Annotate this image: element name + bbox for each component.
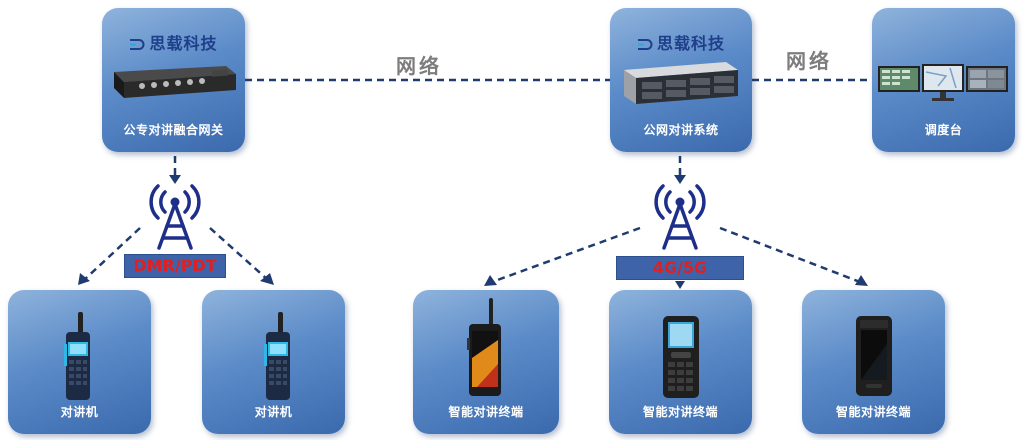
brand-name: 思载科技 [656, 34, 725, 53]
node-dispatch[interactable]: 调度台 [872, 8, 1015, 152]
node-label: 智能对讲终端 [448, 405, 524, 419]
network-label-right: 网络 [786, 49, 832, 73]
brand-name: 思载科技 [149, 34, 218, 53]
arrow-head [674, 175, 686, 184]
arrow-head [260, 273, 274, 285]
node-radio-1[interactable]: 对讲机 [8, 290, 151, 434]
keypad-phone-icon [663, 316, 699, 398]
rugged-smartphone-icon [467, 298, 501, 396]
gateway-device-icon [114, 66, 236, 98]
touch-terminal-icon [856, 316, 892, 396]
dispatch-monitors-icon [878, 64, 1008, 101]
arrow-head [675, 281, 685, 289]
node-label: 调度台 [924, 123, 963, 137]
arrow-head [484, 275, 497, 286]
radio-tower-icon [654, 184, 706, 250]
node-terminal-3[interactable]: 智能对讲终端 [802, 290, 945, 434]
brand-logo-mark-icon [129, 35, 145, 50]
walkie-talkie-icon [264, 312, 290, 400]
node-terminal-1[interactable]: 智能对讲终端 [413, 290, 559, 434]
arrow-head [855, 275, 868, 286]
node-label: 对讲机 [60, 405, 99, 419]
node-label: 公网对讲系统 [643, 123, 719, 137]
arrow-head [78, 273, 90, 285]
node-public-system[interactable]: 思载科技 公网对讲系统 [610, 8, 752, 152]
brand-logo: 思载科技 [610, 30, 752, 54]
arrow-head [169, 175, 181, 184]
radio-tower-icon [149, 184, 201, 250]
protocol-label-private: DMR/PDT [124, 254, 226, 278]
node-label: 对讲机 [254, 405, 293, 419]
node-label: 智能对讲终端 [835, 405, 911, 419]
protocol-label-public: 4G/5G [616, 256, 744, 280]
link-tower-terminal-3 [719, 226, 861, 284]
brand-logo-mark-icon [637, 35, 653, 50]
network-label-left: 网络 [396, 54, 442, 78]
link-tower-radio-1 [83, 227, 141, 281]
link-tower-terminal-1 [491, 226, 641, 284]
node-radio-2[interactable]: 对讲机 [202, 290, 345, 434]
node-label: 智能对讲终端 [642, 405, 718, 419]
link-tower-radio-2 [209, 227, 269, 281]
rack-server-icon [624, 62, 738, 104]
brand-logo: 思载科技 [102, 30, 245, 54]
node-gateway[interactable]: 思载科技 公专对讲融合网关 [102, 8, 245, 152]
node-terminal-2[interactable]: 智能对讲终端 [609, 290, 752, 434]
node-label: 公专对讲融合网关 [123, 123, 224, 137]
walkie-talkie-icon [64, 312, 90, 400]
